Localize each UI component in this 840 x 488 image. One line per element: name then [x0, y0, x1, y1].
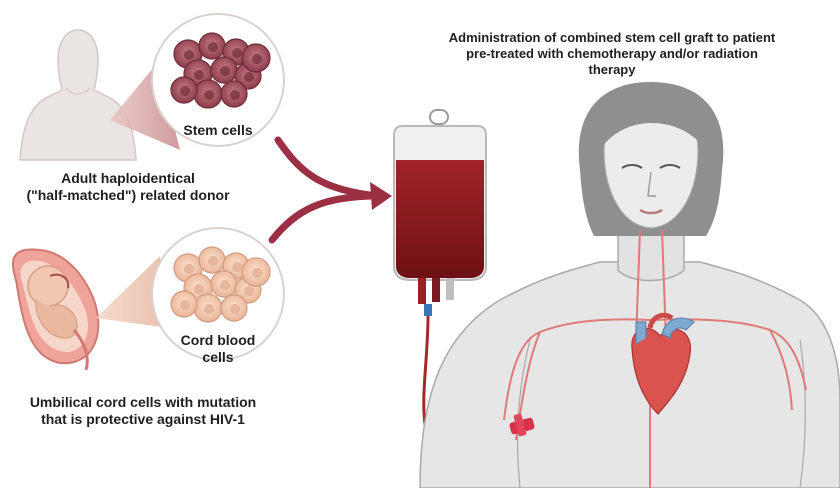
stem-cell-nucleus [180, 86, 190, 96]
stem-cell-nucleus [230, 90, 240, 100]
donor-line-2: ("half-matched") related donor [4, 187, 252, 204]
cord-line-2: cells [168, 349, 268, 366]
cord-cell-nucleus [232, 262, 242, 272]
cord-line-1: Cord blood [168, 332, 268, 349]
cord-cell-nucleus [194, 284, 204, 294]
cord-blood-label: Cord blood cells [168, 332, 268, 366]
umbilical-line-2: that is protective against HIV-1 [0, 411, 286, 428]
fetus-icon [13, 249, 98, 370]
stem-cell-nucleus [232, 48, 242, 58]
cord-cell-nucleus [208, 256, 218, 266]
blood-bag-icon [394, 110, 486, 316]
umbilical-caption: Umbilical cord cells with mutation that … [0, 394, 286, 428]
administration-line-3: therapy [412, 62, 812, 78]
cord-cell-nucleus [204, 304, 214, 314]
cord-cell-nucleus [252, 268, 262, 278]
stem-cell-nucleus [194, 70, 204, 80]
stem-cell-nucleus [204, 90, 214, 100]
stem-cell-nucleus [244, 72, 254, 82]
administration-caption: Administration of combined stem cell gra… [412, 30, 812, 78]
cord-cell-nucleus [180, 300, 190, 310]
umbilical-line-1: Umbilical cord cells with mutation [0, 394, 286, 411]
administration-line-2: pre-treated with chemotherapy and/or rad… [412, 46, 812, 62]
merge-arrows [272, 140, 392, 240]
cord-cell-nucleus [184, 264, 194, 274]
donor-line-1: Adult haploidentical [4, 170, 252, 187]
arrow-head-icon [370, 182, 392, 210]
stem-cell-nucleus [220, 66, 230, 76]
stem-cell-nucleus [208, 42, 218, 52]
donor-caption: Adult haploidentical ("half-matched") re… [4, 170, 252, 204]
cord-cell-nucleus [220, 280, 230, 290]
cord-cell-nucleus [244, 286, 254, 296]
administration-line-1: Administration of combined stem cell gra… [412, 30, 812, 46]
stem-cell-nucleus [252, 54, 262, 64]
cord-cell-nucleus [230, 304, 240, 314]
stem-cell-nucleus [184, 50, 194, 60]
stem-cells-label: Stem cells [168, 122, 268, 139]
donor-silhouette-icon [20, 30, 136, 160]
